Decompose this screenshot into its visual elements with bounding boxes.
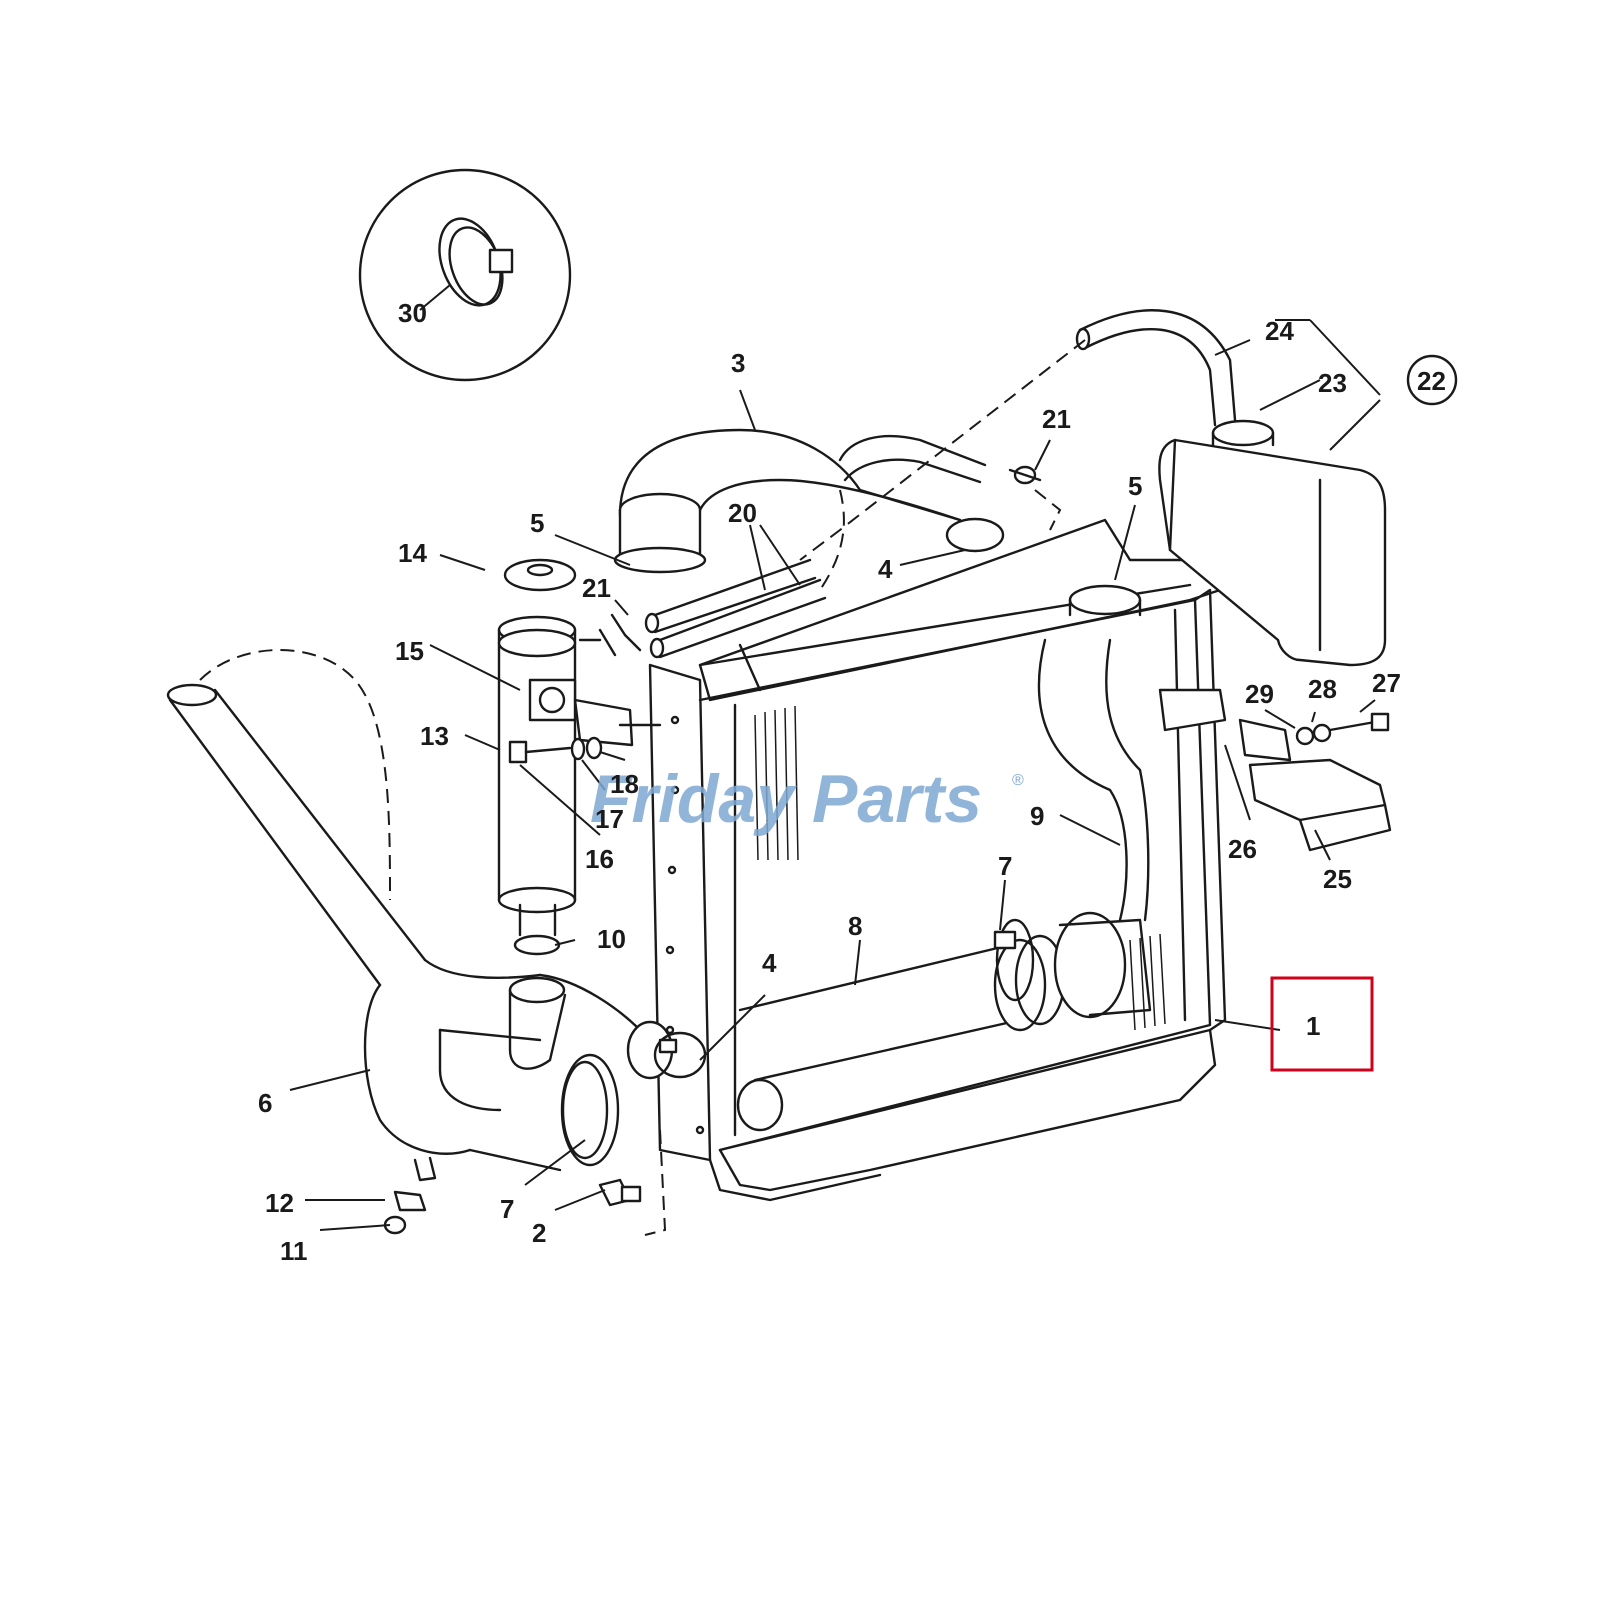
- plug-11: [383, 1190, 427, 1235]
- callout-5-right: 5: [1128, 471, 1142, 501]
- clip-21-top: [1008, 465, 1042, 485]
- watermark-parts: Parts: [812, 761, 982, 837]
- callout-12: 12: [265, 1188, 294, 1218]
- header-tank: [497, 615, 662, 956]
- callout-11: 11: [280, 1236, 308, 1266]
- drain-plug-2: [598, 1178, 642, 1207]
- overflow-hose-24: [1075, 309, 1237, 427]
- callout-22-circle: [1406, 354, 1458, 406]
- callout-5-left: 5: [530, 508, 544, 538]
- callout-3: 3: [731, 348, 745, 378]
- callout-1: 1: [1306, 1011, 1320, 1041]
- detail-circle-clip: [358, 168, 572, 382]
- callout-22: 22: [1417, 366, 1446, 396]
- highlight-box: [1270, 976, 1374, 1072]
- hose-9: [1037, 638, 1150, 922]
- expansion-tank: [1158, 419, 1387, 667]
- callout-13: 13: [420, 721, 449, 751]
- clip-4-lower: [653, 1031, 707, 1079]
- callout-21-left: 21: [582, 573, 611, 603]
- watermark-registered: ®: [1012, 772, 1024, 789]
- callout-6: 6: [258, 1088, 272, 1118]
- callout-7-upper: 7: [998, 851, 1012, 881]
- bolt-16: [508, 736, 603, 764]
- callout-20: 20: [728, 498, 757, 528]
- clip-7-upper: [993, 918, 1035, 1002]
- callout-labels: 1 2 3 4 4 5 5 6 7 7 8 9 10 11 12 13 14 1…: [258, 298, 1446, 1266]
- callout-16: 16: [585, 844, 614, 874]
- cap-14: [503, 558, 577, 592]
- callout-9: 9: [1030, 801, 1044, 831]
- callout-24: 24: [1265, 316, 1294, 346]
- radiator-core: [648, 518, 1227, 1202]
- bolt-27: [1295, 712, 1390, 746]
- callout-15: 15: [395, 636, 424, 666]
- callout-18: 18: [610, 769, 639, 799]
- callout-30: 30: [398, 298, 427, 328]
- clip-21: [578, 613, 642, 657]
- leader-lines: [289, 284, 1381, 1231]
- callout-7-lower: 7: [500, 1194, 514, 1224]
- hose-3: [613, 428, 1005, 574]
- routing-lines: [199, 339, 1086, 1236]
- outlet-10: [508, 976, 567, 1070]
- watermark: Friday Parts ®: [590, 761, 1024, 837]
- callout-26: 26: [1228, 834, 1257, 864]
- callout-4-upper: 4: [878, 554, 893, 584]
- callout-28: 28: [1308, 674, 1337, 704]
- pipe-8: [736, 911, 1152, 1132]
- callout-14: 14: [398, 538, 427, 568]
- callout-25: 25: [1323, 864, 1352, 894]
- callout-29: 29: [1245, 679, 1274, 709]
- callout-17: 17: [595, 804, 624, 834]
- callout-2: 2: [532, 1218, 546, 1248]
- pipe-6: [166, 683, 674, 1182]
- hoses-20: [644, 434, 987, 659]
- callout-4-lower: 4: [762, 948, 777, 978]
- callout-10: 10: [597, 924, 626, 954]
- callout-23: 23: [1318, 368, 1347, 398]
- callout-27: 27: [1372, 668, 1401, 698]
- watermark-friday: Friday: [590, 761, 797, 837]
- callout-21-top: 21: [1042, 404, 1071, 434]
- callout-8: 8: [848, 911, 862, 941]
- tank-bracket: [1158, 688, 1392, 852]
